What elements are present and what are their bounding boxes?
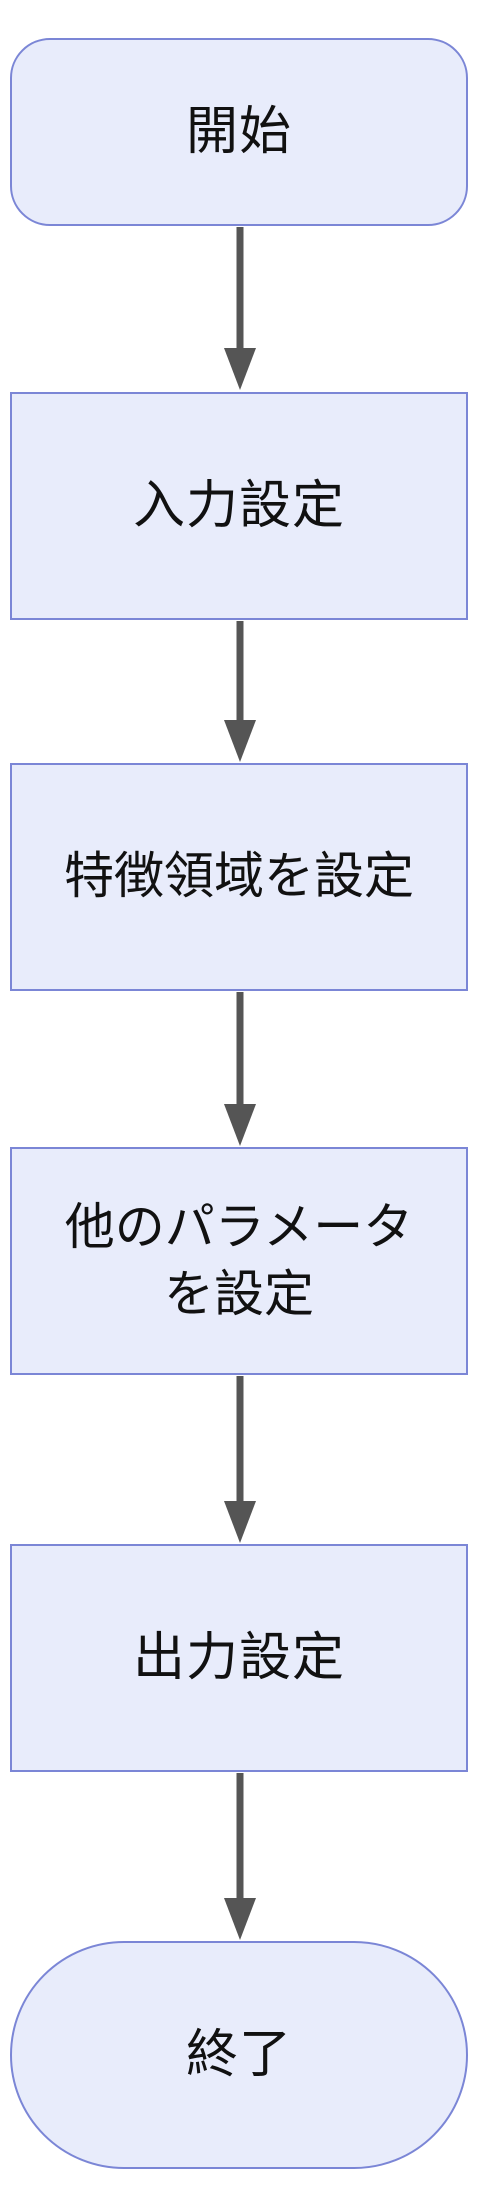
process-node-label: 特徴領域を設定	[64, 847, 414, 906]
process-node-output-settings: 出力設定	[10, 1544, 468, 1772]
process-node-feature-region: 特徴領域を設定	[10, 763, 468, 991]
start-node-label: 開始	[185, 101, 292, 162]
process-node-label: 他のパラメータ を設定	[64, 1197, 414, 1324]
arrow-start-to-input	[224, 227, 256, 390]
arrow-feature-to-params	[224, 992, 256, 1146]
end-node: 終了	[10, 1941, 468, 2169]
process-node-label: 出力設定	[132, 1627, 345, 1688]
arrow-params-to-output	[224, 1376, 256, 1543]
end-node-label: 終了	[185, 2024, 292, 2085]
start-node: 開始	[10, 38, 468, 226]
process-node-label: 入力設定	[132, 475, 345, 536]
arrow-output-to-end	[224, 1773, 256, 1940]
arrow-input-to-feature	[224, 621, 256, 762]
process-node-other-parameters: 他のパラメータ を設定	[10, 1147, 468, 1375]
process-node-input-settings: 入力設定	[10, 392, 468, 620]
